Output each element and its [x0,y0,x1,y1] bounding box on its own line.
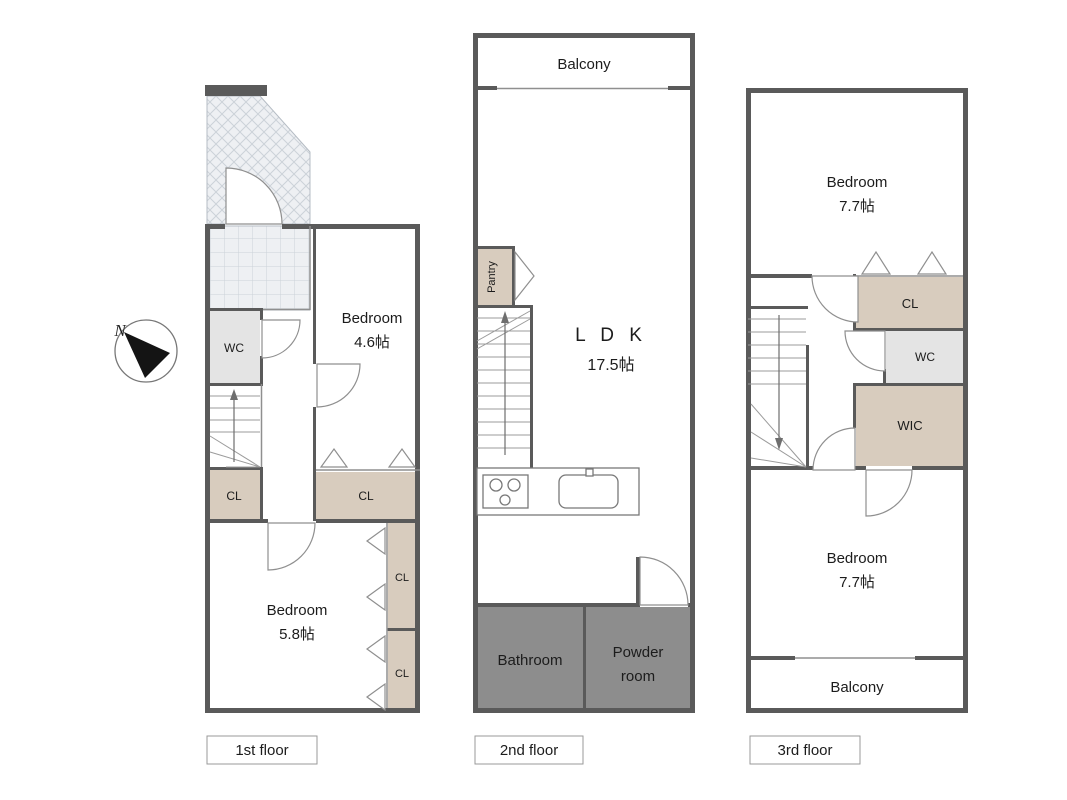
bedroom-top-size-label: 7.7帖 [839,198,875,215]
pantry-fill [477,249,512,305]
bedroom2-door-arc [267,522,316,571]
pantry-label: Pantry [486,261,498,293]
second-floor-tag-label: 2nd floor [500,742,558,759]
second-floor-plan: Balcony Pantry L D K 17.5帖 Bathroom Powd… [473,33,695,713]
closet-bedroom2-lower-fill [388,631,415,708]
north-arrow-icon [124,332,170,378]
powder-room-fill [586,607,690,710]
wc-label: WC [224,341,244,355]
closet-bedroom2-lower-label: CL [395,668,409,680]
first-floor-folding-doors [319,447,417,712]
stairs-first-floor [209,389,261,468]
third-floor-plan: Bedroom 7.7帖 CL WC WIC Bedroom 7.7帖 Balc… [746,88,968,713]
closet-bedroom1-label: CL [358,489,374,503]
bedroom1-door-arc [316,363,361,408]
second-floor-tag-box [474,735,584,765]
wc-third-fill [886,331,963,383]
pantry-folding-door [514,250,535,302]
north-label: N [113,321,127,340]
front-door-arc [225,167,283,225]
stairs-up-arrow-icon [501,311,509,323]
third-floor-tag-label: 3rd floor [777,742,832,759]
compass: N [113,319,178,383]
first-floor-doors [261,319,361,571]
second-floor-walls [473,33,695,713]
floor-tags: 1st floor 2nd floor 3rd floor [206,735,861,765]
ldk-door-arc [639,556,689,606]
first-floor-tag-box [206,735,318,765]
powder-room-label-line1: Powder [613,644,664,661]
first-floor-walls [205,85,420,713]
bedroom2-size-label: 5.8帖 [279,626,315,643]
wic-door-arc [812,427,856,471]
room-wc-fill [208,311,260,383]
stairs-up-arrow-icon [230,389,238,400]
bedroom-bottom-name-label: Bedroom [827,550,888,567]
closet-hall-label: CL [226,489,242,503]
bathroom-fill [478,607,583,710]
powder-room-label-line2: room [621,668,655,685]
second-floor-doors [514,250,689,606]
closet-hall-fill [208,470,260,519]
stairs-down-arrow-icon [775,438,783,450]
wic-fill [856,386,963,466]
bedroom1-name-label: Bedroom [342,310,403,327]
faucet-icon [585,468,594,477]
first-floor-partitions [260,226,420,708]
ldk-name-label: L D K [575,325,647,346]
bedroom-bottom-door-arc [865,469,913,517]
first-floor-tag-label: 1st floor [235,742,288,759]
third-floor-tag-box [749,735,861,765]
wc-third-label: WC [915,350,935,364]
ldk-size-label: 17.5帖 [587,356,634,374]
wc-door-arc [261,319,301,359]
bedroom1-size-label: 4.6帖 [354,334,390,351]
stairs-third-floor [748,315,807,468]
bedroom-bottom-size-label: 7.7帖 [839,574,875,591]
closet-bedroom2-upper-fill [388,523,415,628]
third-floor-folding-doors [860,250,948,275]
third-floor-partitions [795,275,963,660]
first-floor-plan: WC CL CL CL CL Bedroom 4.6帖 Bedroom 5.8帖 [205,85,420,713]
stairs-second-floor [476,310,531,455]
first-floor-areas [206,95,415,708]
closet-third-label: CL [902,296,919,311]
sink-icon [558,474,619,509]
closet-bedroom1-fill [316,472,415,519]
kitchen-counter [476,467,640,516]
wic-label: WIC [897,418,922,433]
balcony-label: Balcony [557,56,611,73]
third-floor-areas [856,277,963,466]
bedroom2-name-label: Bedroom [267,602,328,619]
bedroom-top-name-label: Bedroom [827,174,888,191]
closet-third-fill [856,277,963,328]
closet-bedroom2-upper-label: CL [395,572,409,584]
third-floor-doors [811,275,913,517]
entrance-hall-tile [206,225,311,311]
bedroom-top-door-arc [811,275,859,323]
second-floor-areas [477,249,690,710]
balcony-third-label: Balcony [830,679,884,696]
wc-third-door-arc [844,330,886,372]
bathroom-label: Bathroom [497,652,562,669]
